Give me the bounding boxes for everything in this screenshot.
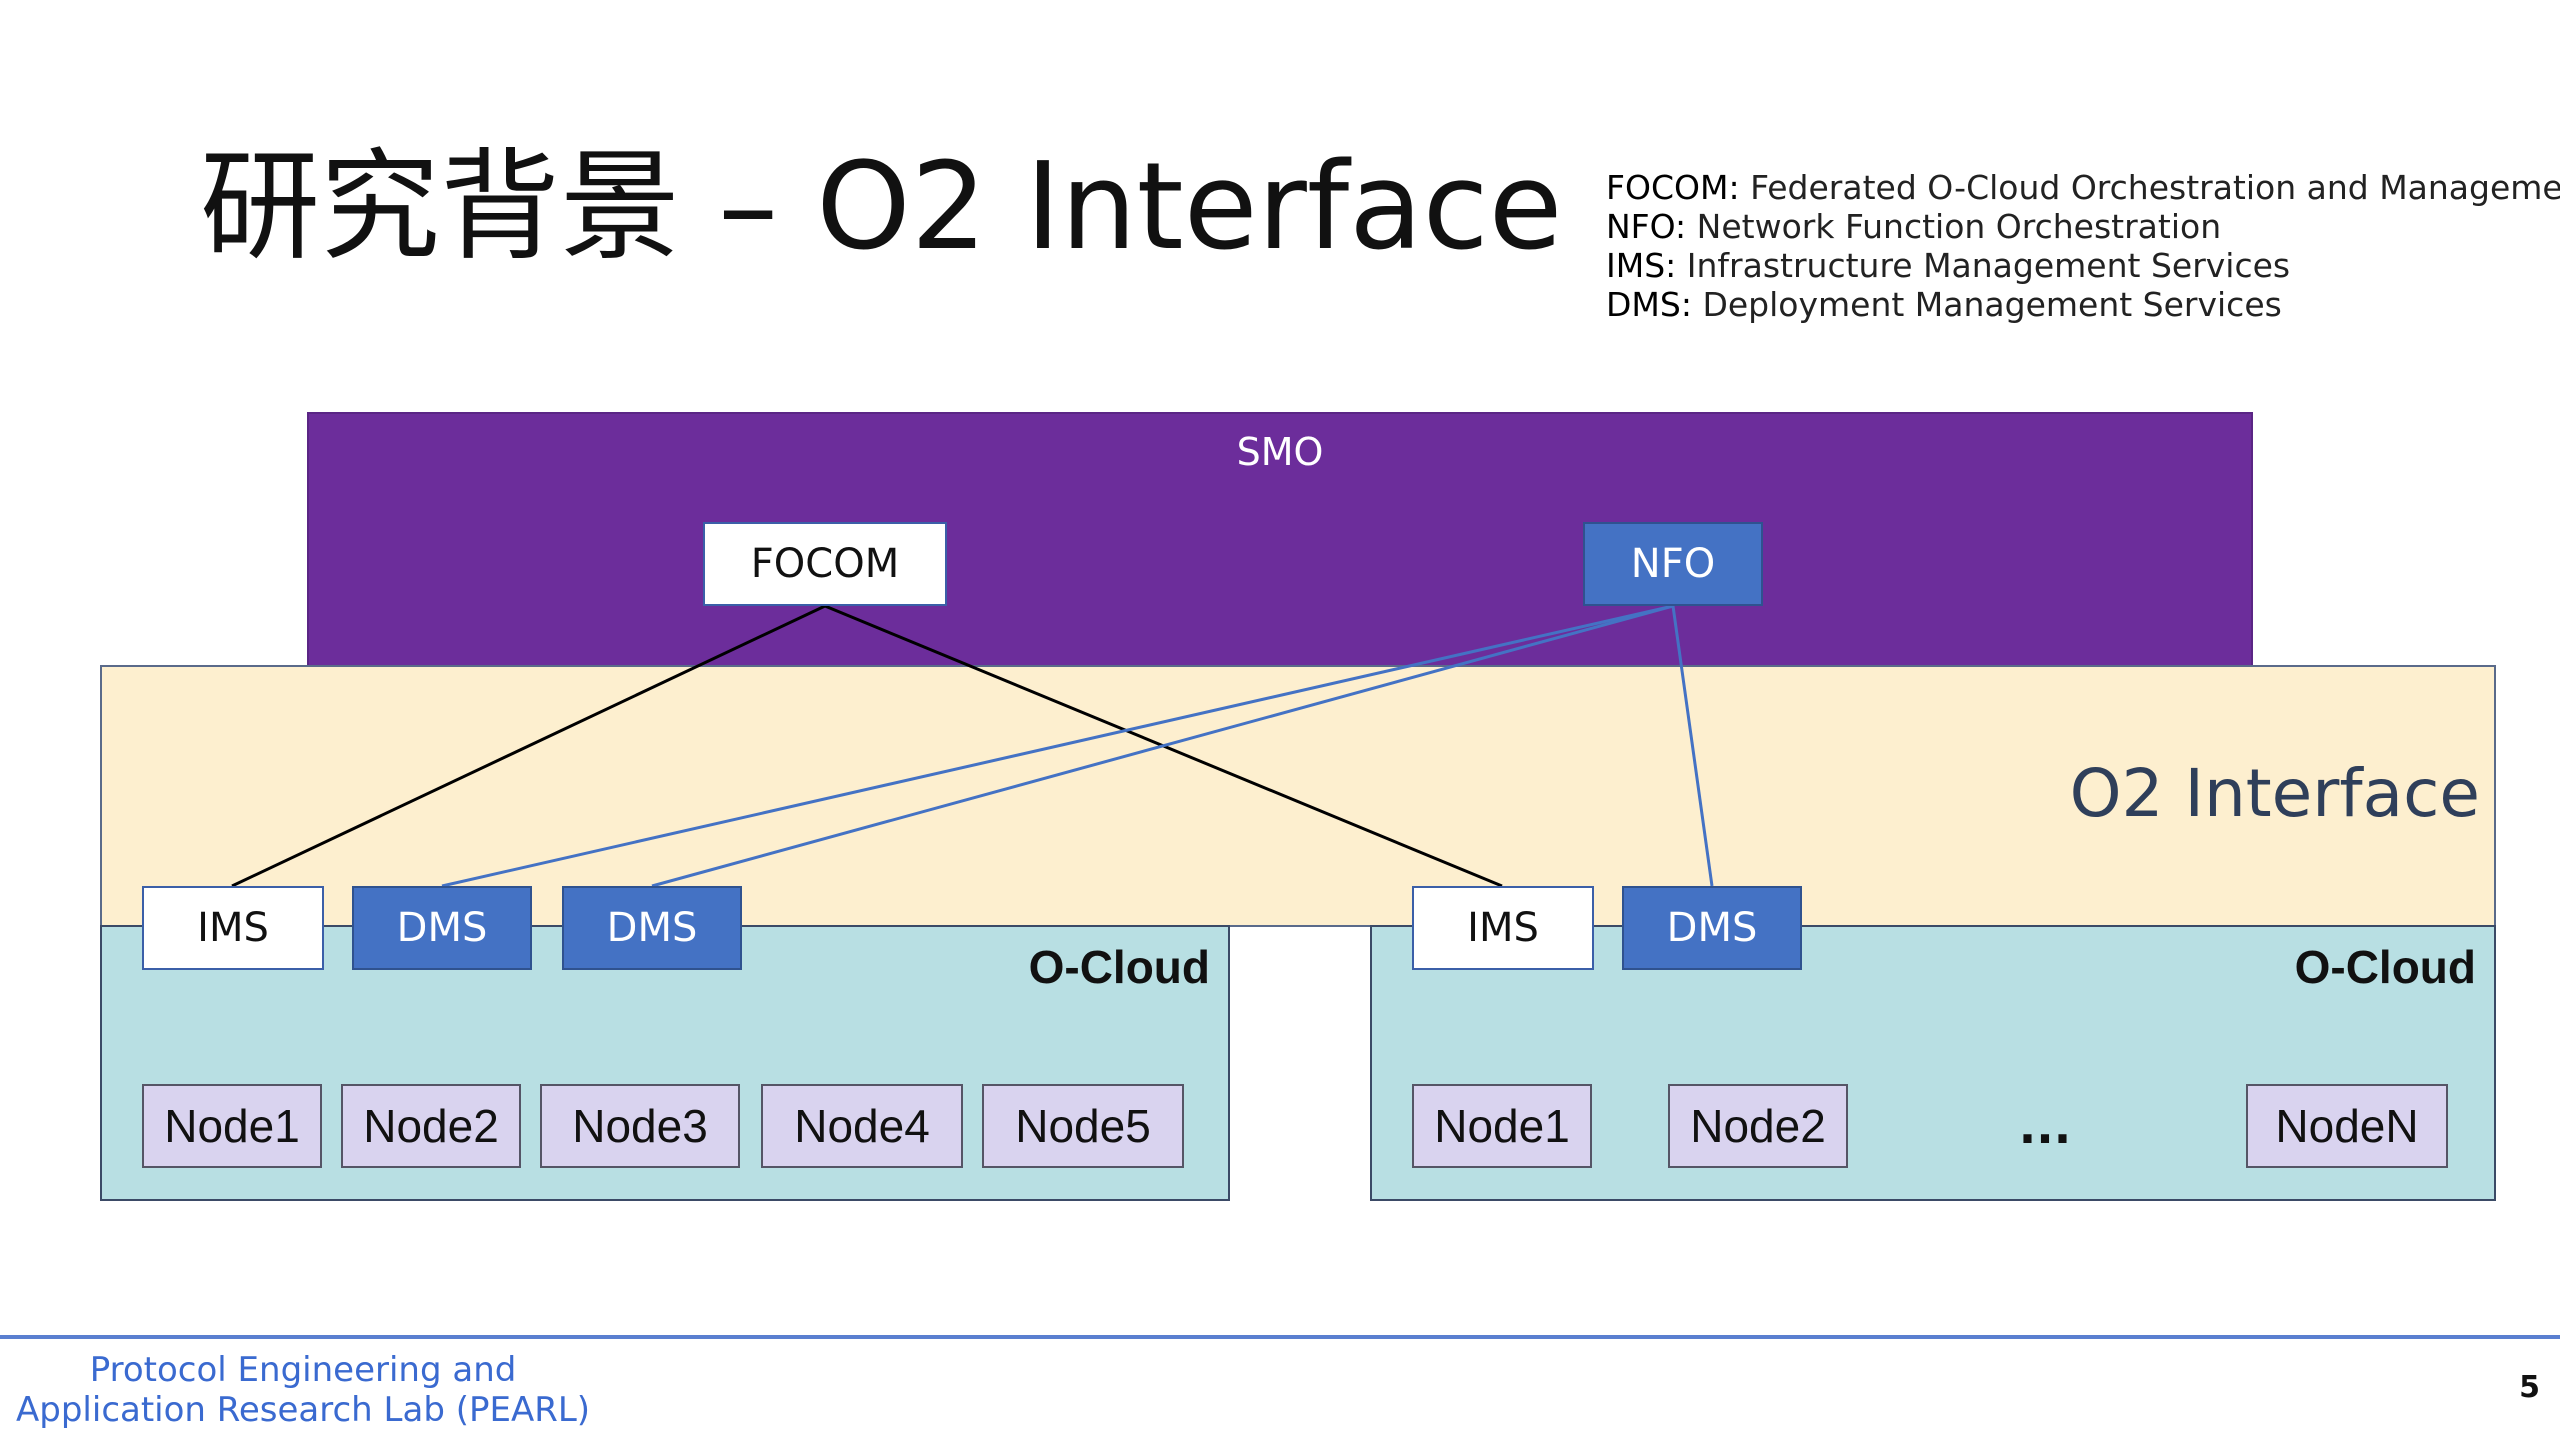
ellipsis: ...: [2018, 1100, 2072, 1154]
footer-divider: [0, 1335, 2560, 1339]
nfo-link-dms-right: [1671, 605, 1714, 887]
node-box-left-5: Node5: [982, 1084, 1184, 1168]
glossary-definition: Federated O-Cloud Orchestration and Mana…: [1739, 168, 2560, 207]
footer-lab-name: Protocol Engineering and Application Res…: [16, 1350, 591, 1430]
o-cloud-left-label: O-Cloud: [1028, 941, 1210, 993]
glossary-item-focom: FOCOM: Federated O-Cloud Orchestration a…: [1606, 168, 2560, 207]
smo-container: [307, 412, 2253, 670]
ims-box-right: IMS: [1412, 886, 1594, 970]
page-number: 5: [2519, 1370, 2540, 1405]
dms-box-right: DMS: [1622, 886, 1802, 970]
o2-interface-label: O2 Interface: [2069, 755, 2480, 832]
glossary-term: NFO:: [1606, 207, 1687, 246]
dms-box-left-2: DMS: [562, 886, 742, 970]
node-box-left-4: Node4: [761, 1084, 963, 1168]
glossary-definition: Deployment Management Services: [1691, 285, 2282, 324]
glossary-term: FOCOM:: [1606, 168, 1740, 207]
focom-link-ims-left: [231, 604, 826, 888]
nfo-link-dms-left-1: [441, 604, 1674, 888]
node-box-right-2: Node2: [1668, 1084, 1848, 1168]
dms-box-left-1: DMS: [352, 886, 532, 970]
glossary-item-nfo: NFO: Network Function Orchestration: [1606, 207, 2560, 246]
ims-box-left: IMS: [142, 886, 324, 970]
glossary-term: IMS:: [1606, 246, 1677, 285]
node-box-left-3: Node3: [540, 1084, 740, 1168]
node-box-left-1: Node1: [142, 1084, 322, 1168]
glossary-item-ims: IMS: Infrastructure Management Services: [1606, 246, 2560, 285]
o-cloud-right-label: O-Cloud: [2294, 941, 2476, 993]
glossary-definition: Network Function Orchestration: [1686, 207, 2222, 246]
node-box-left-2: Node2: [341, 1084, 521, 1168]
glossary-term: DMS:: [1606, 285, 1692, 324]
glossary-item-dms: DMS: Deployment Management Services: [1606, 285, 2560, 324]
nfo-box: NFO: [1583, 522, 1763, 606]
node-box-right-n: NodeN: [2246, 1084, 2448, 1168]
node-box-right-1: Node1: [1412, 1084, 1592, 1168]
glossary-definition: Infrastructure Management Services: [1676, 246, 2291, 285]
slide-title: 研究背景 – O2 Interface: [200, 138, 1563, 277]
focom-box: FOCOM: [703, 522, 947, 606]
nfo-link-dms-left-2: [651, 604, 1674, 888]
glossary: FOCOM: Federated O-Cloud Orchestration a…: [1606, 168, 2560, 324]
smo-label: SMO: [1236, 430, 1324, 474]
